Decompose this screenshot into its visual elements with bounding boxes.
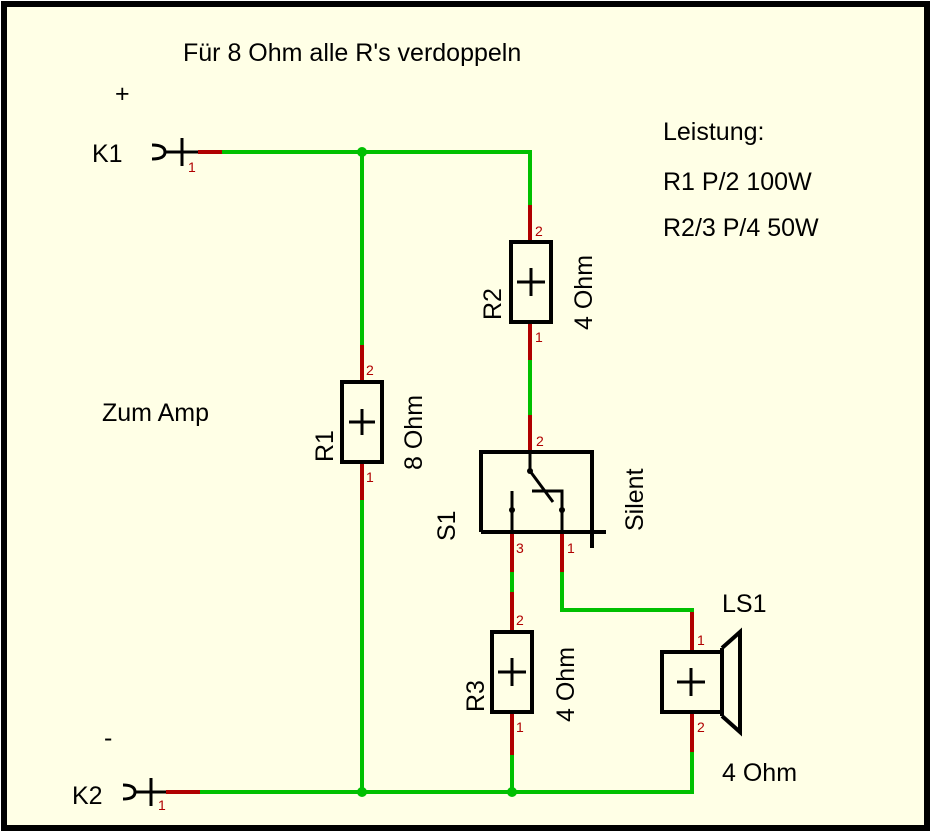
contact-dot [509, 507, 515, 513]
resistor-r1[interactable]: 2 1 R1 8 Ohm [311, 345, 428, 500]
junctions [357, 147, 517, 797]
resistor-r2[interactable]: 2 1 R2 4 Ohm [479, 205, 598, 360]
power-note-line: R2/3 P/4 50W [663, 214, 819, 242]
plus-icon [349, 409, 375, 435]
k1-pin-number: 1 [188, 159, 196, 175]
junction-dot [357, 147, 367, 157]
k2-pin-number: 1 [158, 797, 166, 813]
r1-pin-2: 2 [366, 362, 374, 378]
pin-icon [165, 138, 198, 166]
r2-pin-1: 1 [535, 329, 543, 345]
s1-pin-1: 1 [567, 540, 575, 556]
resistor-body [490, 630, 534, 714]
junction-dot [507, 787, 517, 797]
k2-polarity: - [104, 724, 112, 752]
resistor-body [509, 240, 553, 324]
input-label: Zum Amp [102, 399, 209, 427]
switch-body [479, 450, 606, 548]
wire-top-rail [222, 150, 532, 205]
power-note-line: R1 P/2 100W [663, 168, 812, 196]
s1-label: Silent [621, 468, 649, 531]
connector-k1[interactable]: + K1 1 [92, 80, 222, 175]
r2-pin-2: 2 [535, 223, 543, 239]
title-note: Für 8 Ohm alle R's verdoppeln [183, 39, 521, 67]
r2-ref: R2 [479, 288, 507, 320]
pin-icon [135, 778, 166, 806]
plus-icon [517, 268, 545, 296]
r3-pin-2: 2 [516, 612, 524, 628]
s1-pin-3: 3 [516, 540, 524, 556]
ls1-pin-1: 1 [697, 632, 705, 648]
speaker-cone-icon [720, 627, 742, 737]
r3-pin-1: 1 [516, 719, 524, 735]
switch-s1[interactable]: 2 3 1 S1 Silent [433, 415, 649, 572]
k1-ref: K1 [92, 140, 123, 168]
contact-dot [559, 507, 565, 513]
r1-ref: R1 [311, 430, 339, 462]
power-note-heading: Leistung: [663, 118, 764, 146]
k1-polarity: + [115, 80, 130, 108]
k2-ref: K2 [72, 782, 103, 810]
wire-s1-ls1 [560, 572, 694, 612]
ls1-value: 4 Ohm [722, 759, 797, 787]
power-note: Leistung: R1 P/2 100W R2/3 P/4 50W [663, 118, 819, 242]
s1-ref: S1 [433, 510, 461, 541]
r3-value: 4 Ohm [552, 647, 580, 722]
ls1-pin-2: 2 [697, 719, 705, 735]
connector-k2[interactable]: - K2 1 [72, 724, 200, 813]
resistor-body [340, 380, 384, 464]
r2-value: 4 Ohm [570, 255, 598, 330]
s1-pin-2: 2 [536, 433, 544, 449]
speaker-ls1[interactable]: LS1 1 2 4 Ohm [660, 590, 797, 787]
r1-value: 8 Ohm [400, 395, 428, 470]
plus-icon [498, 658, 526, 686]
ls1-ref: LS1 [722, 590, 766, 618]
resistor-r3[interactable]: 2 1 R3 4 Ohm [462, 560, 580, 755]
r1-pin-1: 1 [366, 469, 374, 485]
plus-icon [677, 668, 705, 696]
contact-dot [527, 468, 533, 474]
r3-ref: R3 [462, 680, 490, 712]
junction-dot [357, 787, 367, 797]
